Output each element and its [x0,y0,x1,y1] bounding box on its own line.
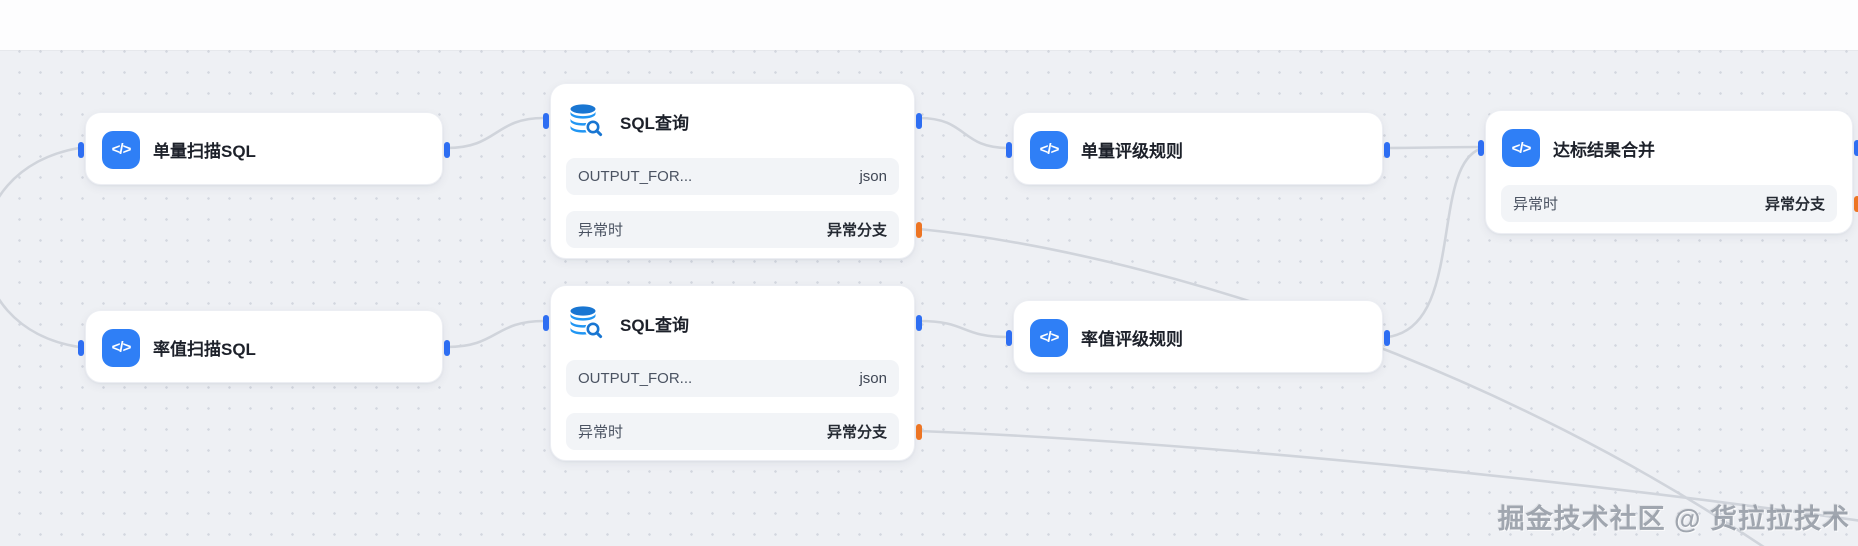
code-icon: </> [1502,129,1540,167]
node-row-error-branch: 异常时 异常分支 [566,413,899,450]
code-icon: </> [1030,130,1068,169]
node-rows: OUTPUT_FOR... json 异常时 异常分支 [551,360,914,450]
node-scan-rate-sql[interactable]: </> 率值扫描SQL [78,310,450,384]
code-icon: </> [102,328,140,367]
code-icon: </> [1030,318,1068,357]
error-branch-handle[interactable] [916,221,922,238]
top-white-band [0,0,1858,50]
row-label: 异常时 [1513,196,1559,213]
node-sql-query-top[interactable]: SQL查询 OUTPUT_FOR... json 异常时 异常分支 [543,83,922,259]
edge-scan-rate-to-sql-bottom[interactable] [445,319,546,349]
node-rate-rating-rule[interactable]: </> 率值评级规则 [1006,300,1390,374]
input-handle[interactable] [543,113,549,129]
edge-order-rule-to-merge[interactable] [1385,145,1482,150]
error-branch-handle[interactable] [916,423,922,440]
database-search-icon [567,303,607,343]
node-scan-order-sql[interactable]: </> 单量扫描SQL [78,112,450,186]
node-title: 单量评级规则 [1081,142,1183,161]
node-title: 率值扫描SQL [153,340,256,359]
node-header: </> 单量扫描SQL [86,113,442,186]
input-handle[interactable] [543,315,549,331]
output-handle[interactable] [916,315,922,331]
node-title: SQL查询 [620,113,689,133]
output-handle[interactable] [444,141,450,158]
input-handle[interactable] [78,141,84,158]
edge-scan-order-to-sql-top[interactable] [445,116,546,150]
node-header: </> 率值扫描SQL [86,311,442,384]
input-handle[interactable] [1006,141,1012,158]
watermark: 掘金技术社区 @ 货拉拉技术 [1497,504,1850,534]
row-value: 异常分支 [826,424,887,441]
row-value: json [859,370,887,387]
input-handle[interactable] [78,339,84,356]
node-header: </> 达标结果合并 [1486,111,1852,185]
row-label: OUTPUT_FOR... [578,370,693,387]
node-header: SQL查询 [551,286,914,360]
node-title: 单量扫描SQL [153,142,256,161]
edge-sql-bottom-error-branch[interactable] [917,429,1858,525]
node-header: </> 率值评级规则 [1014,301,1382,374]
node-title: 达标结果合并 [1553,140,1655,160]
row-value: 异常分支 [826,222,887,239]
node-title: 率值评级规则 [1081,330,1183,349]
input-handle[interactable] [1478,140,1484,156]
node-result-merge[interactable]: </> 达标结果合并异常时 异常分支 [1478,110,1858,234]
database-search-icon [567,101,607,141]
output-handle[interactable] [444,339,450,356]
node-header: </> 单量评级规则 [1014,113,1382,186]
node-order-rating-rule[interactable]: </> 单量评级规则 [1006,112,1390,186]
node-row-error-branch: 异常时 异常分支 [1501,185,1837,222]
edge-offscreen-to-scans[interactable] [0,146,81,349]
node-title: SQL查询 [620,315,689,335]
output-handle[interactable] [916,113,922,129]
output-handle[interactable] [1384,141,1390,158]
node-rows: 异常时 异常分支 [1486,185,1852,222]
node-row-error-branch: 异常时 异常分支 [566,211,899,248]
edge-sql-bottom-to-rate-rule[interactable] [917,319,1010,339]
node-sql-query-bottom[interactable]: SQL查询 OUTPUT_FOR... json 异常时 异常分支 [543,285,922,461]
node-row-variable: OUTPUT_FOR... json [566,158,899,195]
node-rows: OUTPUT_FOR... json 异常时 异常分支 [551,158,914,248]
edge-rate-rule-to-merge[interactable] [1385,147,1482,339]
node-header: SQL查询 [551,84,914,158]
output-handle[interactable] [1384,329,1390,346]
input-handle[interactable] [1006,329,1012,346]
edge-sql-top-to-order-rule[interactable] [917,116,1010,150]
row-value: 异常分支 [1764,196,1825,213]
node-row-variable: OUTPUT_FOR... json [566,360,899,397]
row-value: json [859,168,887,185]
row-label: 异常时 [578,424,624,441]
output-handle[interactable] [1854,140,1858,156]
code-icon: </> [102,130,140,169]
row-label: OUTPUT_FOR... [578,168,693,185]
error-branch-handle[interactable] [1854,195,1858,212]
row-label: 异常时 [578,222,624,239]
